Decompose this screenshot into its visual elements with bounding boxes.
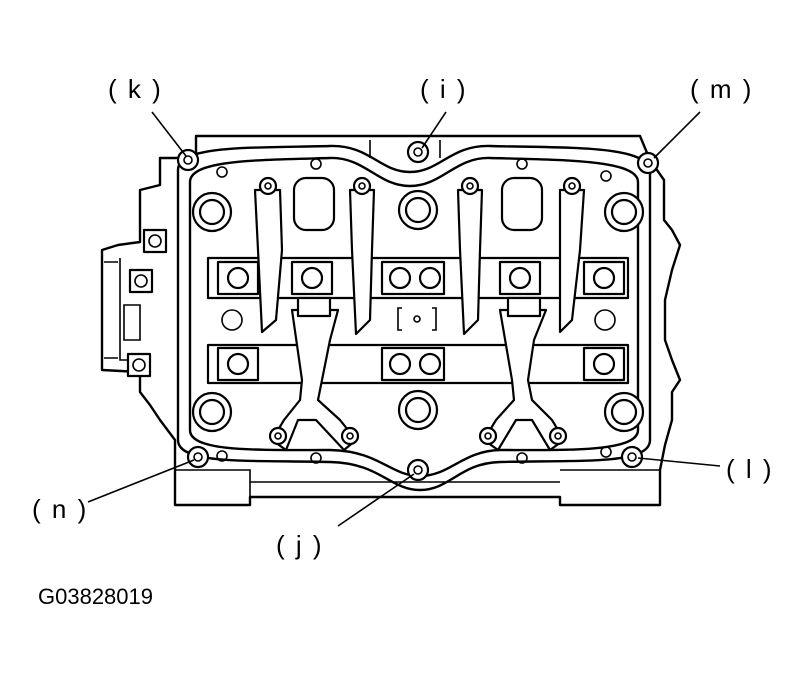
callout-k: ( k ) — [108, 74, 163, 104]
rocker-arms-upper — [253, 176, 586, 336]
rocker-arms-lower — [268, 296, 568, 452]
callout-n: ( n ) — [32, 494, 88, 524]
gasket-holes — [216, 158, 612, 464]
bolt-m — [636, 151, 660, 175]
callout-j: ( j ) — [276, 530, 324, 560]
callout-l: ( l ) — [726, 454, 774, 484]
bolt-l — [620, 445, 644, 469]
cylinder-head-body — [100, 134, 682, 507]
torque-bolts — [176, 140, 660, 482]
bolt-n — [186, 445, 210, 469]
figure-id: G03828019 — [38, 584, 153, 609]
callout-i: ( i ) — [420, 74, 468, 104]
bolt-i — [406, 140, 430, 164]
bracket-bolts — [226, 266, 616, 376]
bolt-k — [176, 148, 200, 172]
head-bolts — [126, 189, 645, 433]
leader-lines — [87, 111, 721, 527]
callout-m: ( m ) — [690, 74, 753, 104]
gasket-outline — [176, 144, 652, 492]
